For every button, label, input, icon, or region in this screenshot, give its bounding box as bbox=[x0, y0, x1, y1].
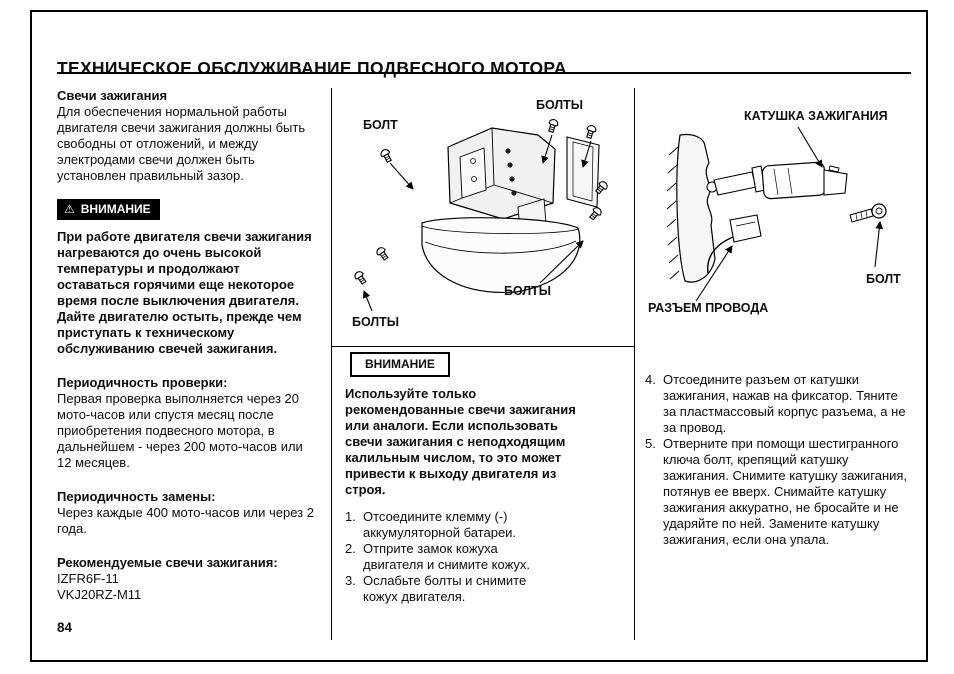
page-title: ТЕХНИЧЕСКОЕ ОБСЛУЖИВАНИЕ ПОДВЕСНОГО МОТО… bbox=[57, 57, 567, 78]
notice-box: ВНИМАНИЕ bbox=[350, 352, 450, 377]
step-text: Ослабьте болты и снимите кожух двигателя… bbox=[363, 573, 527, 604]
wire-connector-label: РАЗЪЕМ ПРОВОДА bbox=[648, 301, 769, 315]
spark-plugs-section: Свечи зажигания Для обеспечения нормальн… bbox=[57, 88, 316, 603]
step-item: 1. Отсоедините клемму (-) аккумуляторной… bbox=[345, 509, 557, 541]
step-text: Отсоедините клемму (-) аккумуляторной ба… bbox=[363, 509, 517, 540]
ignition-coil-label: КАТУШКА ЗАЖИГАНИЯ bbox=[744, 109, 888, 123]
step-item: 2. Отприте замок кожуха двигателя и сним… bbox=[345, 541, 557, 573]
step-item: 5. Отверните при помощи шестигранного кл… bbox=[645, 436, 909, 548]
coil-bolt-label: БОЛТ bbox=[866, 272, 901, 286]
column-divider-left bbox=[331, 88, 332, 640]
step-number: 1. bbox=[345, 509, 356, 524]
procedure-steps-1-3: 1. Отсоедините клемму (-) аккумуляторной… bbox=[345, 509, 557, 605]
step-text: Отверните при помощи шестигранного ключа… bbox=[663, 436, 908, 547]
warning-paragraph: При работе двигателя свечи зажигания наг… bbox=[57, 229, 312, 356]
warning-badge-label: ВНИМАНИЕ bbox=[80, 202, 151, 216]
replacement-paragraph: Через каждые 400 мото-часов или через 2 … bbox=[57, 505, 314, 536]
intro-paragraph: Для обеспечения нормальной работы двигат… bbox=[57, 104, 306, 183]
column-divider-right bbox=[634, 88, 635, 640]
plug-model: VKJ20RZ-M11 bbox=[57, 587, 142, 602]
notice-paragraph: Используйте только рекомендованные свечи… bbox=[345, 386, 576, 497]
section-heading: Свечи зажигания bbox=[57, 88, 168, 103]
step-number: 4. bbox=[645, 372, 656, 387]
inspection-paragraph: Первая проверка выполняется через 20 мот… bbox=[57, 391, 303, 470]
engine-bolts-bottom-label: БОЛТЫ bbox=[352, 315, 400, 329]
engine-bolts-top-label: БОЛТЫ bbox=[536, 98, 584, 112]
recommended-heading: Рекомендуемые свечи зажигания: bbox=[57, 555, 278, 570]
procedure-steps-4-5: 4. Отсоедините разъем от катушки зажиган… bbox=[645, 372, 909, 548]
warning-icon: ⚠ bbox=[64, 202, 75, 216]
step-number: 2. bbox=[345, 541, 356, 556]
step-number: 3. bbox=[345, 573, 356, 588]
page-number: 84 bbox=[57, 620, 73, 635]
step-number: 5. bbox=[645, 436, 656, 451]
title-rule bbox=[57, 72, 911, 74]
step-text: Отприте замок кожуха двигателя и снимите… bbox=[363, 541, 531, 572]
engine-bolts-right-label: БОЛТЫ bbox=[504, 284, 552, 298]
plug-model: IZFR6F-11 bbox=[57, 571, 119, 586]
procedure-section-right: 4. Отсоедините разъем от катушки зажиган… bbox=[645, 372, 909, 548]
replacement-heading: Периодичность замены: bbox=[57, 489, 216, 504]
step-item: 4. Отсоедините разъем от катушки зажиган… bbox=[645, 372, 909, 436]
step-item: 3. Ослабьте болты и снимите кожух двигат… bbox=[345, 573, 557, 605]
warning-badge: ⚠ ВНИМАНИЕ bbox=[57, 199, 160, 220]
procedure-section-left: ВНИМАНИЕ Используйте только рекомендован… bbox=[345, 352, 599, 605]
step-text: Отсоедините разъем от катушки зажигания,… bbox=[663, 372, 906, 435]
inspection-heading: Периодичность проверки: bbox=[57, 375, 228, 390]
page-border bbox=[30, 10, 928, 662]
figure-text-divider bbox=[332, 346, 634, 347]
engine-bolt-label: БОЛТ bbox=[363, 118, 398, 132]
